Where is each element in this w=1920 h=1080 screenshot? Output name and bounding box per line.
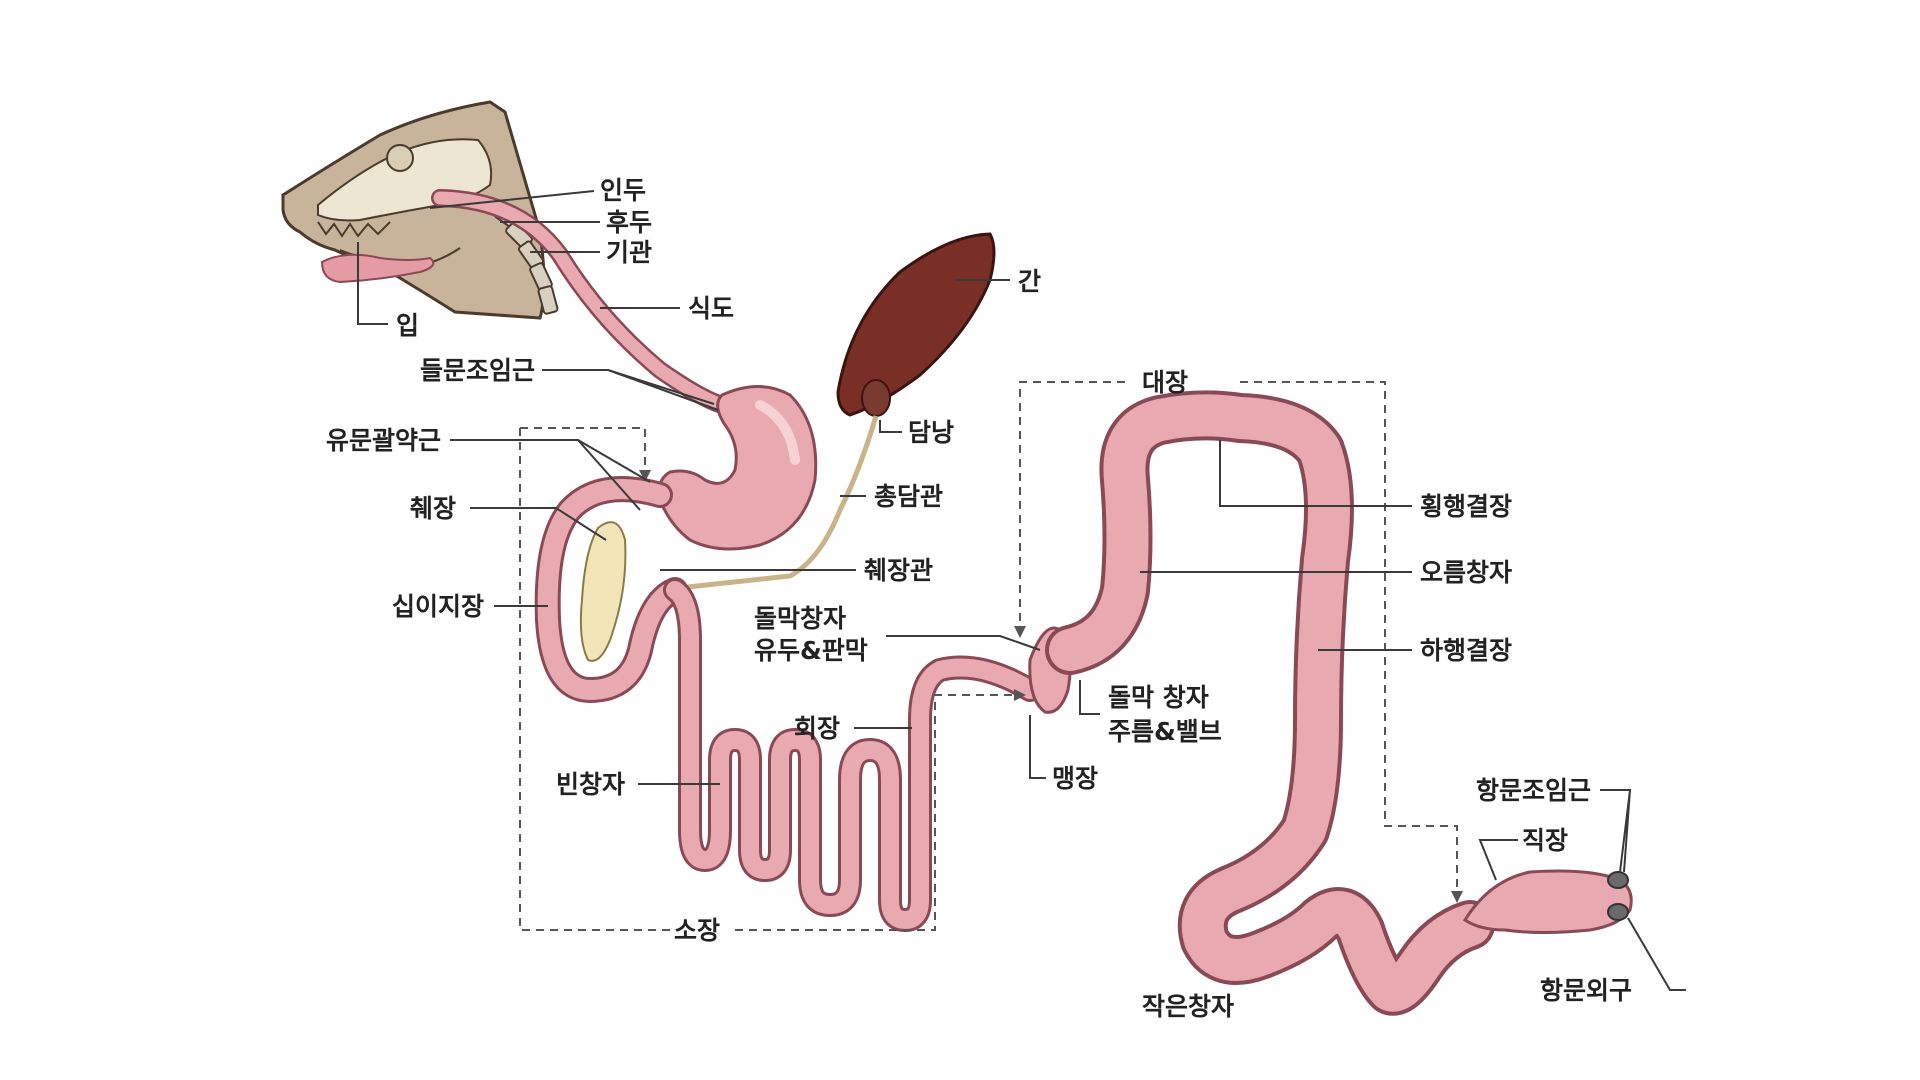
label-pancreatic-duct: 췌장관 [864,556,933,585]
leader-cecocolic [1079,680,1100,715]
label-large-intestine: 대장 [1142,368,1188,397]
label-liver: 간 [1018,267,1041,296]
labels: 인두 후두 기관 식도 입 간 들문조임근 대장 담낭 유문괄약근 총담관 횡행… [326,176,1632,1021]
leader-cecum [1029,715,1046,779]
label-ileocolic-line1: 돌막창자 [754,604,846,633]
large-intestine-tube-fill [1049,394,1491,1012]
label-pharynx: 인두 [600,176,646,205]
large-intestine-bracket-arrow-end [1451,891,1463,903]
leader-pancreas [470,507,607,541]
small-intestine-tube-fill [666,581,1039,929]
small-intestine-bracket-arrow-right [1014,689,1026,701]
liver-shape [836,232,996,417]
leader-transverse-colon [1219,440,1412,507]
label-duodenum: 십이지장 [392,592,484,621]
label-cecum: 맹장 [1052,764,1098,793]
label-anus: 항문외구 [1540,976,1632,1005]
leader-anus [1627,917,1686,991]
label-common-bile-duct: 총담관 [874,482,943,511]
label-cecocolic-line1: 돌막 창자 [1108,683,1209,712]
label-small-intestine: 소장 [674,916,720,945]
common-bile-duct-tube [659,415,879,593]
stomach-shape [657,385,818,551]
label-cardiac-sphincter: 들문조임근 [420,356,535,385]
anal-sphincter-ring [1607,871,1629,889]
label-ascending-colon: 오름창자 [1420,558,1512,587]
label-sigmoid-colon: 작은창자 [1142,992,1234,1021]
leader-cardiac-sphincter [542,369,719,411]
label-ileocolic-line2: 유두&판막 [754,636,868,665]
tongue [320,253,435,284]
rectum-shape [1462,869,1633,934]
label-esophagus: 식도 [688,294,734,323]
leader-lines [357,190,1686,991]
upper-jaw-teeth [317,221,391,238]
label-mouth: 입 [396,311,419,340]
small-intestine-bracket [519,427,1018,931]
label-jejunum: 빈창자 [556,770,625,799]
anal-sphincter-ring-lower [1607,903,1629,921]
leader-ileocolic [886,635,1041,651]
large-intestine-bracket [1019,381,1458,895]
label-cecocolic-line2: 주름&밸브 [1108,717,1222,746]
label-ileum: 회장 [794,714,840,743]
stomach-highlight [755,400,800,465]
label-anal-sphincter: 항문조임근 [1476,776,1591,805]
leader-pharynx [429,190,595,209]
label-transverse-colon: 횡행결장 [1420,492,1512,521]
label-trachea: 기관 [606,238,652,267]
label-pancreas: 췌장 [410,494,456,523]
label-larynx: 후두 [606,208,652,237]
leader-gallbladder [879,420,902,433]
leader-pyloric-sphincter [450,439,651,511]
leader-rectum [1478,839,1518,881]
label-descending-colon: 하행결장 [1420,636,1512,665]
label-gallbladder: 담낭 [908,418,954,447]
small-intestine-bracket-arrow-top [639,470,651,482]
leader-anal-sphincter [1600,789,1632,873]
eye-socket [386,144,414,172]
gallbladder-shape [861,379,891,417]
large-intestine-bracket-arrow-down [1014,626,1026,638]
label-rectum: 직장 [1522,826,1568,855]
leader-mouth [357,242,388,325]
label-pyloric-sphincter: 유문괄약근 [326,426,441,455]
esophagus-tube-fill [433,191,729,412]
duodenum-tube-fill [537,479,685,700]
pancreas-shape [579,521,627,662]
